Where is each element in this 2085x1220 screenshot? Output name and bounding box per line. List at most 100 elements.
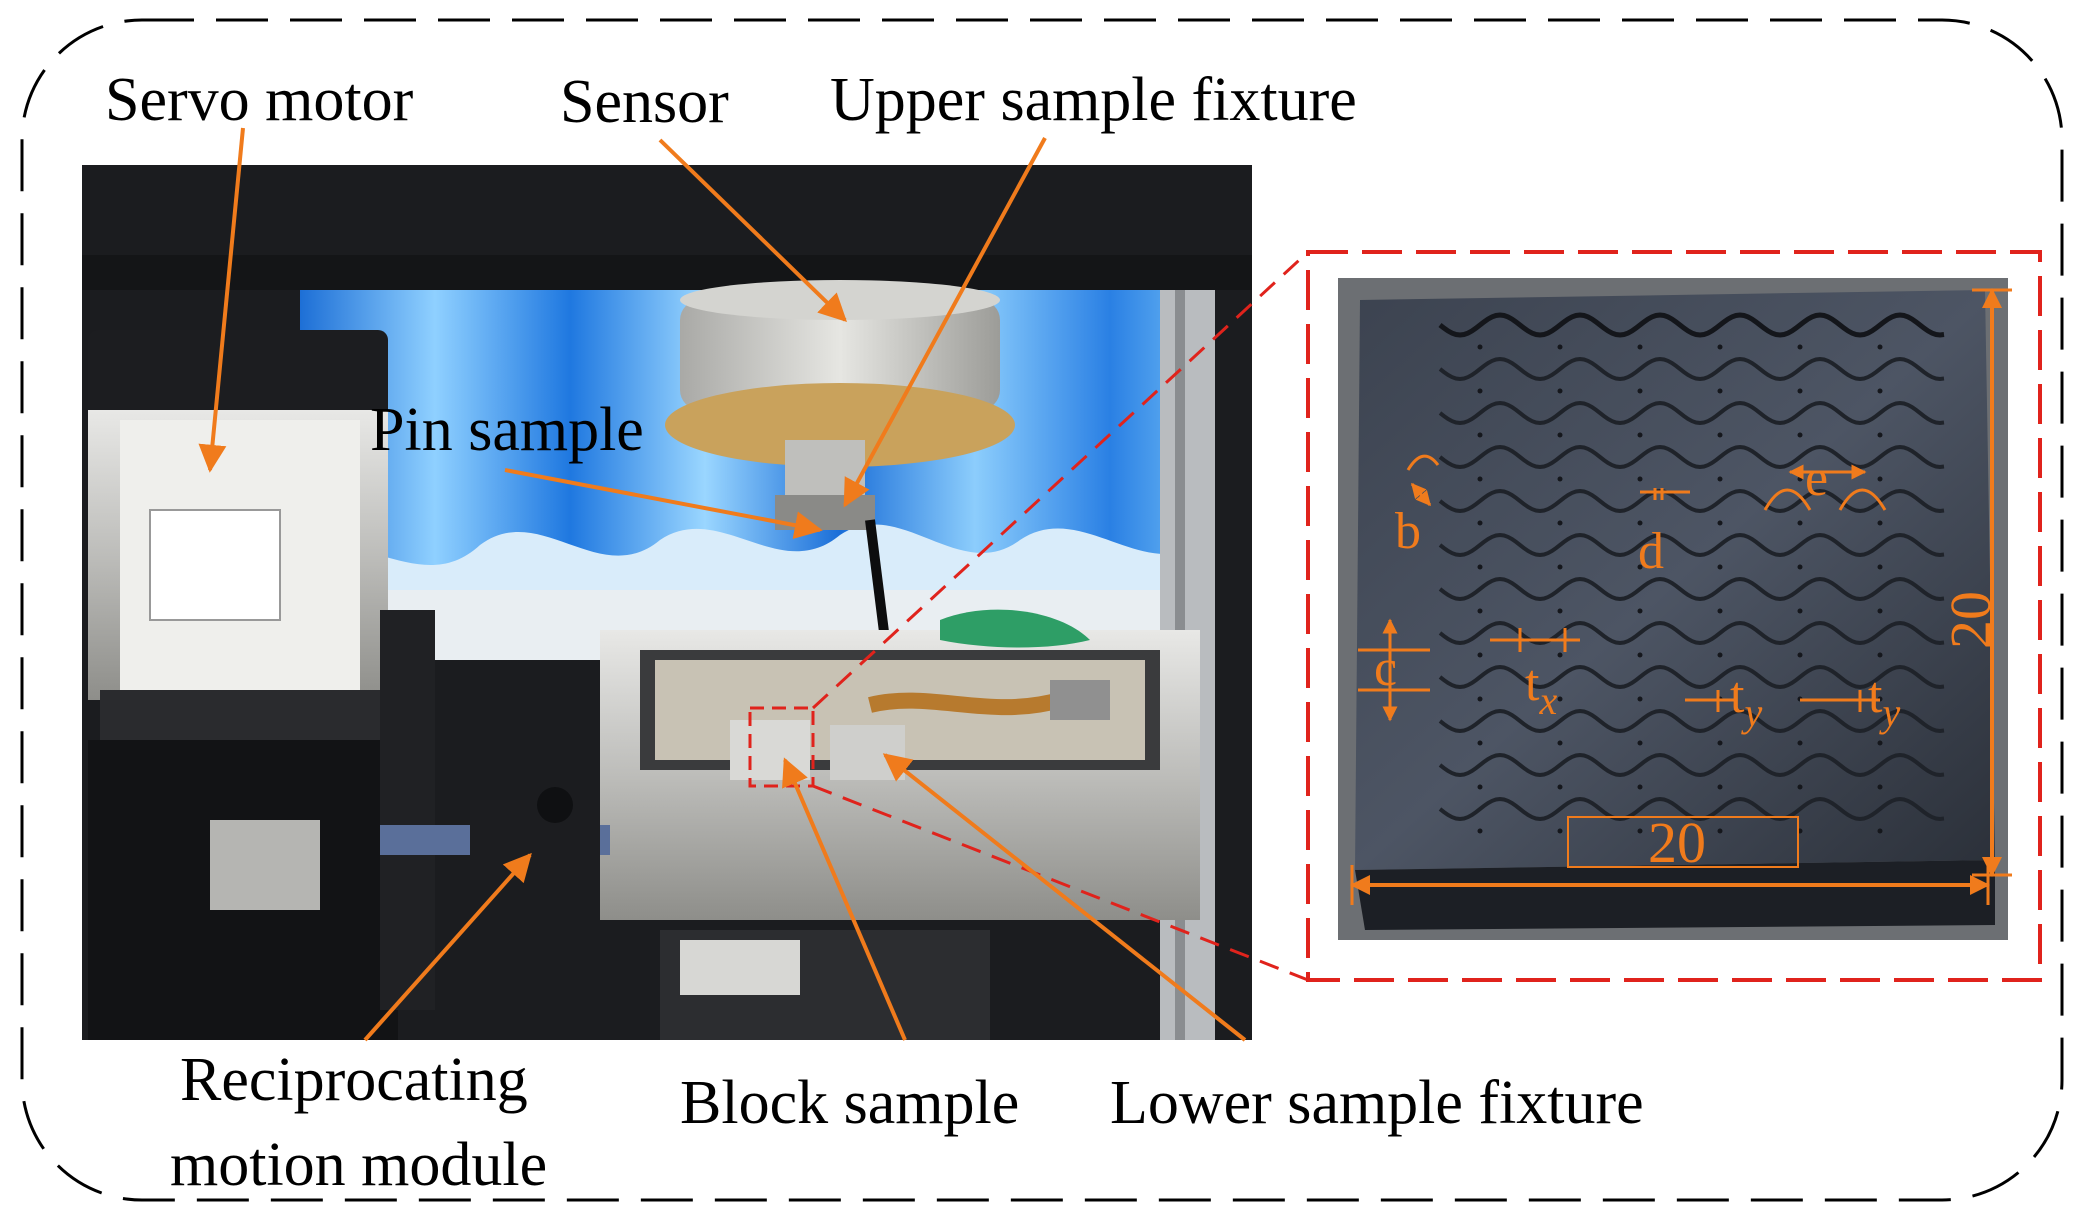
dim-tx: tx [1525,655,1557,723]
dim-d: d [1638,523,1664,580]
groove-dot [1637,432,1643,438]
groove-dot [1557,652,1563,658]
groove-dot [1797,564,1803,570]
label-reciprocating-2: motion module [170,1131,547,1199]
label-servo-motor: Servo motor [105,66,414,134]
wave-groove [1438,752,1945,778]
groove-dot [1877,608,1883,614]
groove-dot [1637,608,1643,614]
dim-height: 20 [1938,591,2003,649]
dim-c: c [1374,640,1397,697]
dim-e: e [1805,450,1828,507]
groove-dot [1797,520,1803,526]
arrow-sensor [658,138,848,322]
groove-dot [1797,344,1803,350]
groove-dot [1877,520,1883,526]
arrow-block-sample [782,757,907,1041]
zoom-source-box [748,706,815,788]
groove-dot [1557,432,1563,438]
groove-dot [1717,608,1723,614]
groove-dot [1717,652,1723,658]
labels: Servo motor Sensor Upper sample fixture … [105,66,1644,1199]
groove-dot [1717,344,1723,350]
groove-dot [1717,784,1723,790]
wave-groove [1438,488,1945,514]
groove-dot [1477,520,1483,526]
groove-dot [1717,476,1723,482]
apparatus-photo [82,165,1252,1040]
groove-dot [1557,784,1563,790]
groove-dot [1557,564,1563,570]
dimension-annotations: b d e c tx ty ty 20 [1350,288,2012,905]
wave-groove [1438,532,1945,558]
dim-ty-1: ty [1730,667,1762,735]
groove-dot [1477,388,1483,394]
label-sensor: Sensor [560,68,729,136]
groove-dot [1637,740,1643,746]
groove-dot [1877,784,1883,790]
groove-dot [1717,388,1723,394]
groove-dot [1477,784,1483,790]
label-lower-fixture: Lower sample fixture [1110,1069,1644,1137]
groove-dot [1877,828,1883,834]
reciprocating-arm [380,787,610,880]
groove-dot [1717,432,1723,438]
groove-dot [1717,564,1723,570]
label-upper-fixture: Upper sample fixture [830,66,1357,134]
block-sample-zoom [1338,278,2008,940]
groove-dot [1477,608,1483,614]
groove-dot [1477,828,1483,834]
groove-dot [1557,344,1563,350]
label-reciprocating-1: Reciprocating [180,1046,528,1114]
arrow-reciprocating [363,852,532,1042]
wave-groove [1438,312,1945,338]
label-block-sample: Block sample [680,1069,1019,1137]
groove-dot [1557,740,1563,746]
groove-dot [1477,344,1483,350]
groove-dot [1797,476,1803,482]
groove-dot [1637,520,1643,526]
wave-groove [1438,400,1945,426]
groove-dot [1877,388,1883,394]
pointer-arrows [198,127,1247,1042]
groove-dot [1797,432,1803,438]
groove-dot [1877,564,1883,570]
zoom-connector-bottom [812,784,1309,982]
groove-dot [1557,608,1563,614]
arrow-upper-fixture [843,137,1047,508]
groove-dot [1557,388,1563,394]
wave-groove [1438,356,1945,382]
groove-dot [1557,828,1563,834]
dim-ty-2: ty [1868,667,1900,735]
groove-dot [1877,344,1883,350]
groove-dot [1717,740,1723,746]
dim-width: 20 [1648,810,1706,875]
groove-dot [1477,696,1483,702]
groove-dot [1717,520,1723,526]
groove-dot [1797,740,1803,746]
groove-dot [1717,828,1723,834]
label-pin-sample: Pin sample [370,396,644,464]
groove-dot [1637,344,1643,350]
groove-dot [1797,608,1803,614]
groove-dot [1637,564,1643,570]
groove-dot [1637,828,1643,834]
groove-dot [1797,652,1803,658]
groove-dot [1877,476,1883,482]
wave-groove [1438,620,1945,646]
groove-dot [1877,740,1883,746]
groove-dot [1477,476,1483,482]
groove-dot [1637,476,1643,482]
groove-dot [1877,652,1883,658]
sensor-body [665,280,1015,641]
groove-dot [1477,740,1483,746]
wave-groove [1438,576,1945,602]
groove-dot [1557,476,1563,482]
groove-dot [1477,564,1483,570]
arrow-servo-motor [198,127,245,473]
groove-dot [1797,388,1803,394]
zoom-frame [1306,250,2042,982]
groove-dot [1637,784,1643,790]
wave-groove [1438,664,1945,690]
